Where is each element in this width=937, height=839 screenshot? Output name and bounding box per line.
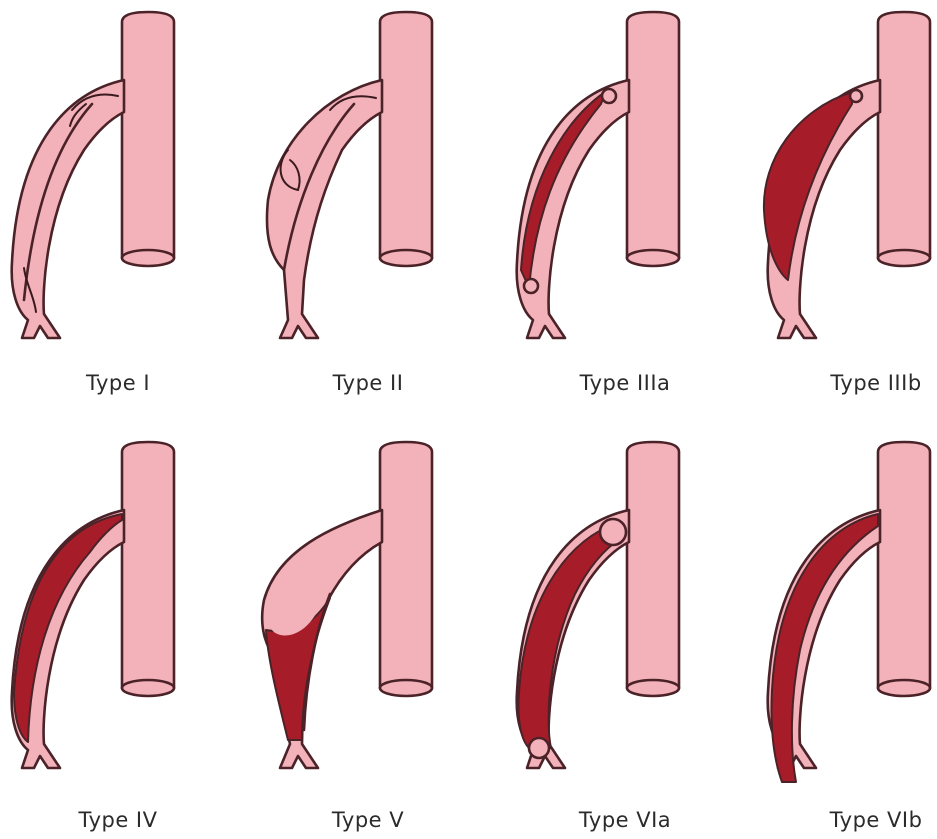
aorta-shape (122, 442, 174, 696)
panel-type-iiia (517, 12, 679, 338)
aorta-shape (627, 442, 679, 696)
panel-label: Type VIb (829, 808, 923, 832)
aorta-shape (380, 12, 432, 266)
panel-label: Type I (85, 371, 150, 395)
ulcer-bulge (529, 738, 549, 758)
panel-label: Type II (332, 371, 404, 395)
panel-label: Type IIIb (829, 371, 921, 395)
branch-vessel (12, 80, 124, 338)
aorta-shape (627, 12, 679, 266)
branch-vessel (267, 80, 382, 338)
aorta-shape (380, 442, 432, 696)
panel-label: Type V (331, 808, 404, 832)
panel-type-vib (768, 442, 930, 782)
ulcer-bulge (850, 90, 862, 102)
panel-label: Type IV (78, 808, 158, 832)
panel-type-via (517, 442, 679, 768)
ulcer-bulge (600, 519, 626, 545)
panel-label: Type IIIa (579, 371, 671, 395)
aorta-shape (878, 442, 930, 696)
ulcer-bulge (602, 89, 616, 103)
ulcer-bulge (524, 279, 538, 293)
panel-label: Type VIa (578, 808, 671, 832)
panel-type-iiib (764, 12, 930, 338)
panel-type-ii (267, 12, 432, 338)
panel-type-i (12, 12, 174, 338)
panel-type-v (262, 442, 432, 768)
panel-type-iv (12, 442, 174, 768)
aorta-shape (122, 12, 174, 266)
intramural-hematoma (764, 92, 852, 280)
aorta-shape (878, 12, 930, 266)
